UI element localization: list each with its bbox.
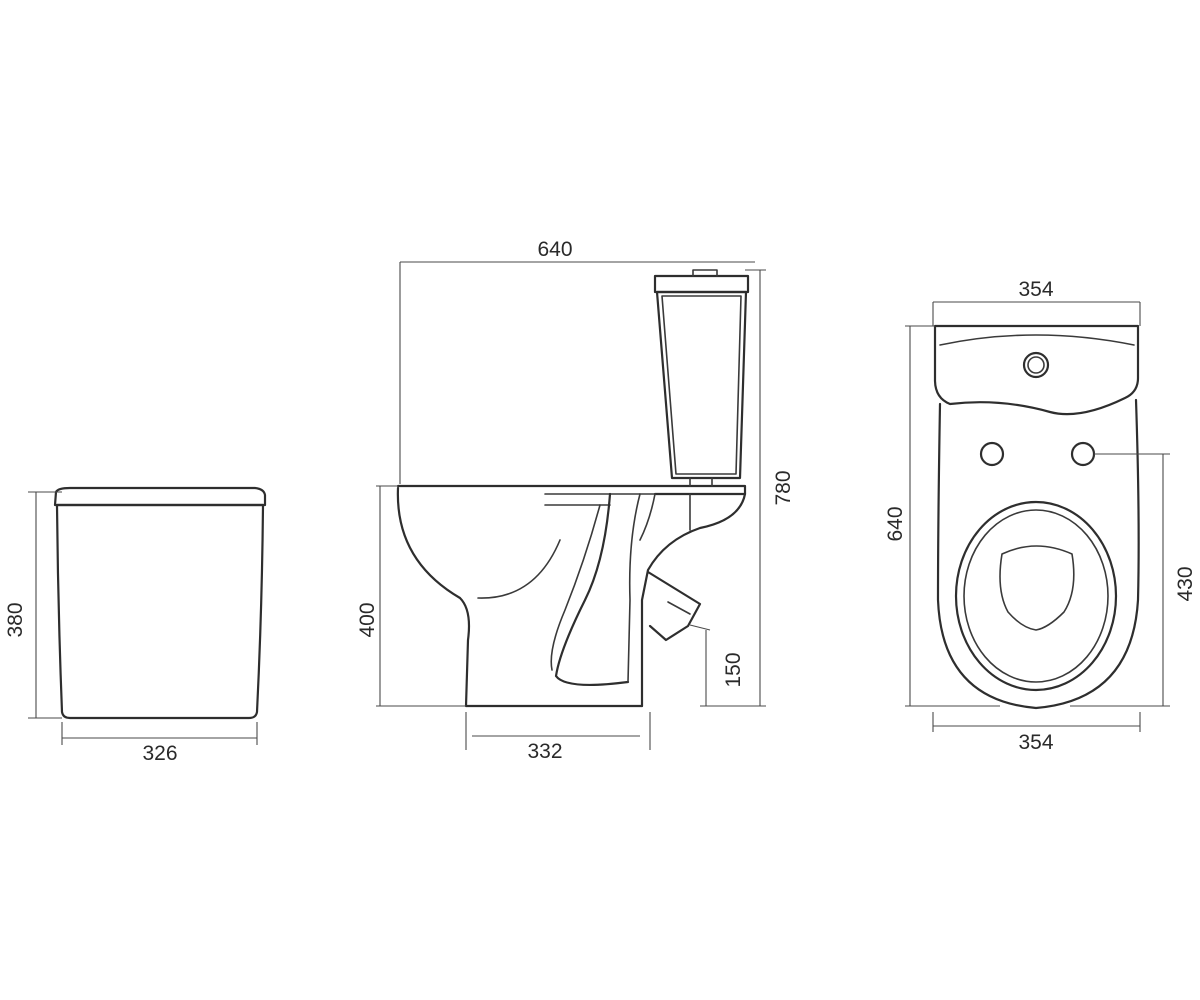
toilet-top-view — [905, 301, 1170, 732]
top-mount-distance-label: 430 — [1174, 566, 1197, 601]
side-base-length-label: 332 — [527, 740, 562, 763]
tank-height-label: 380 — [4, 602, 27, 637]
top-width-upper-label: 354 — [1018, 278, 1053, 301]
side-total-length-label: 640 — [537, 238, 572, 261]
toilet-side-view — [376, 261, 766, 750]
cistern-front-view — [28, 486, 267, 745]
side-total-height-label: 780 — [772, 470, 795, 505]
top-width-lower-label: 354 — [1018, 731, 1053, 754]
side-outlet-height-label: 150 — [722, 652, 745, 687]
side-seat-height-label: 400 — [356, 602, 379, 637]
tank-width-label: 326 — [142, 742, 177, 765]
top-length-label: 640 — [884, 506, 907, 541]
